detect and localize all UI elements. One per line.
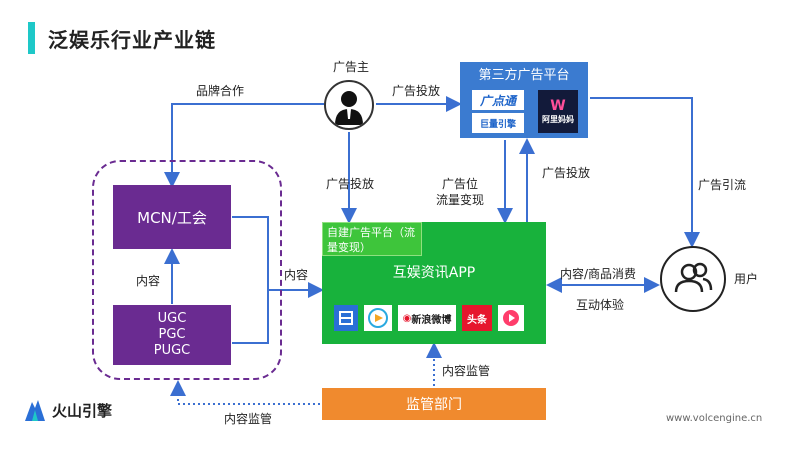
pugc-line: PUGC xyxy=(153,343,191,358)
edge-label-content-mid: 内容 xyxy=(284,268,309,282)
footer-brand: 火山引擎 xyxy=(24,398,112,422)
edge-label-brand-coop: 品牌合作 xyxy=(196,84,245,98)
mcn-label: MCN/工会 xyxy=(137,208,207,227)
edge-mcn-to-app xyxy=(232,216,269,344)
pgc-line: PGC xyxy=(158,327,186,342)
user-label: 用户 xyxy=(734,272,759,286)
edge-label-ad-placement-right: 广告投放 xyxy=(542,166,591,180)
footer-brand-text: 火山引擎 xyxy=(52,401,113,420)
edge-reg-to-group xyxy=(170,380,320,405)
footer-url: www.volcengine.cn xyxy=(666,413,763,424)
video-app-icon xyxy=(334,305,358,331)
ugc-node: UGC PGC PUGC xyxy=(113,305,231,365)
alimama-mark-icon: W xyxy=(550,98,566,114)
regulator-node: 监管部门 xyxy=(322,388,546,420)
weibo-glyph-icon: ◉ xyxy=(402,312,412,324)
weibo-label: 新浪微博 xyxy=(411,314,452,326)
edge-third-to-user xyxy=(590,97,700,248)
volcano-logo-icon xyxy=(25,400,45,421)
user-node xyxy=(660,246,726,312)
advertiser-node xyxy=(324,80,374,130)
guangdiantong-logo: 广点通 xyxy=(472,90,524,110)
page-title: 泛娱乐行业产业链 xyxy=(48,28,216,52)
creator-group xyxy=(92,160,282,380)
tencent-video-icon xyxy=(364,305,392,331)
app-title: 互娱资讯APP xyxy=(392,265,476,281)
toutiao-icon: 头条 xyxy=(462,305,492,331)
ugc-line: UGC xyxy=(157,311,187,326)
advertiser-label: 广告主 xyxy=(333,60,370,74)
alimama-text: 阿里妈妈 xyxy=(542,115,574,124)
edge-label-ad-placement-left: 广告投放 xyxy=(326,177,375,191)
person-icon xyxy=(335,91,363,125)
mcn-node: MCN/工会 xyxy=(113,185,231,249)
edge-label-content-left: 内容 xyxy=(136,274,161,288)
self-built-platform: 自建广告平台（流量变现） xyxy=(322,222,422,256)
edge-label-ad-placement-top: 广告投放 xyxy=(392,84,441,98)
juliang-logo: 巨量引擎 xyxy=(472,113,524,133)
title-accent-bar xyxy=(28,22,35,54)
third-party-title: 第三方广告平台 xyxy=(478,68,570,83)
edge-label-supervision-bottom: 内容监管 xyxy=(224,412,273,426)
edge-label-interaction: 互动体验 xyxy=(576,298,625,312)
weibo-icon: ◉ 新浪微博 xyxy=(398,305,456,331)
edge-label-ad-traffic: 广告引流 xyxy=(698,178,747,192)
edge-label-traffic-monetize: 流量变现 xyxy=(436,193,485,207)
alimama-logo: W 阿里妈妈 xyxy=(538,90,578,133)
users-icon xyxy=(674,262,713,293)
edge-brand-coop xyxy=(164,103,324,188)
youku-icon xyxy=(498,305,524,331)
edge-label-content-consume: 内容/商品消费 xyxy=(560,267,637,281)
app-icon-row: ◉ 新浪微博 头条 xyxy=(334,303,524,333)
edge-label-ad-slot: 广告位 xyxy=(442,177,479,191)
edge-label-supervision-mid: 内容监管 xyxy=(442,364,491,378)
regulator-label: 监管部门 xyxy=(406,397,462,413)
